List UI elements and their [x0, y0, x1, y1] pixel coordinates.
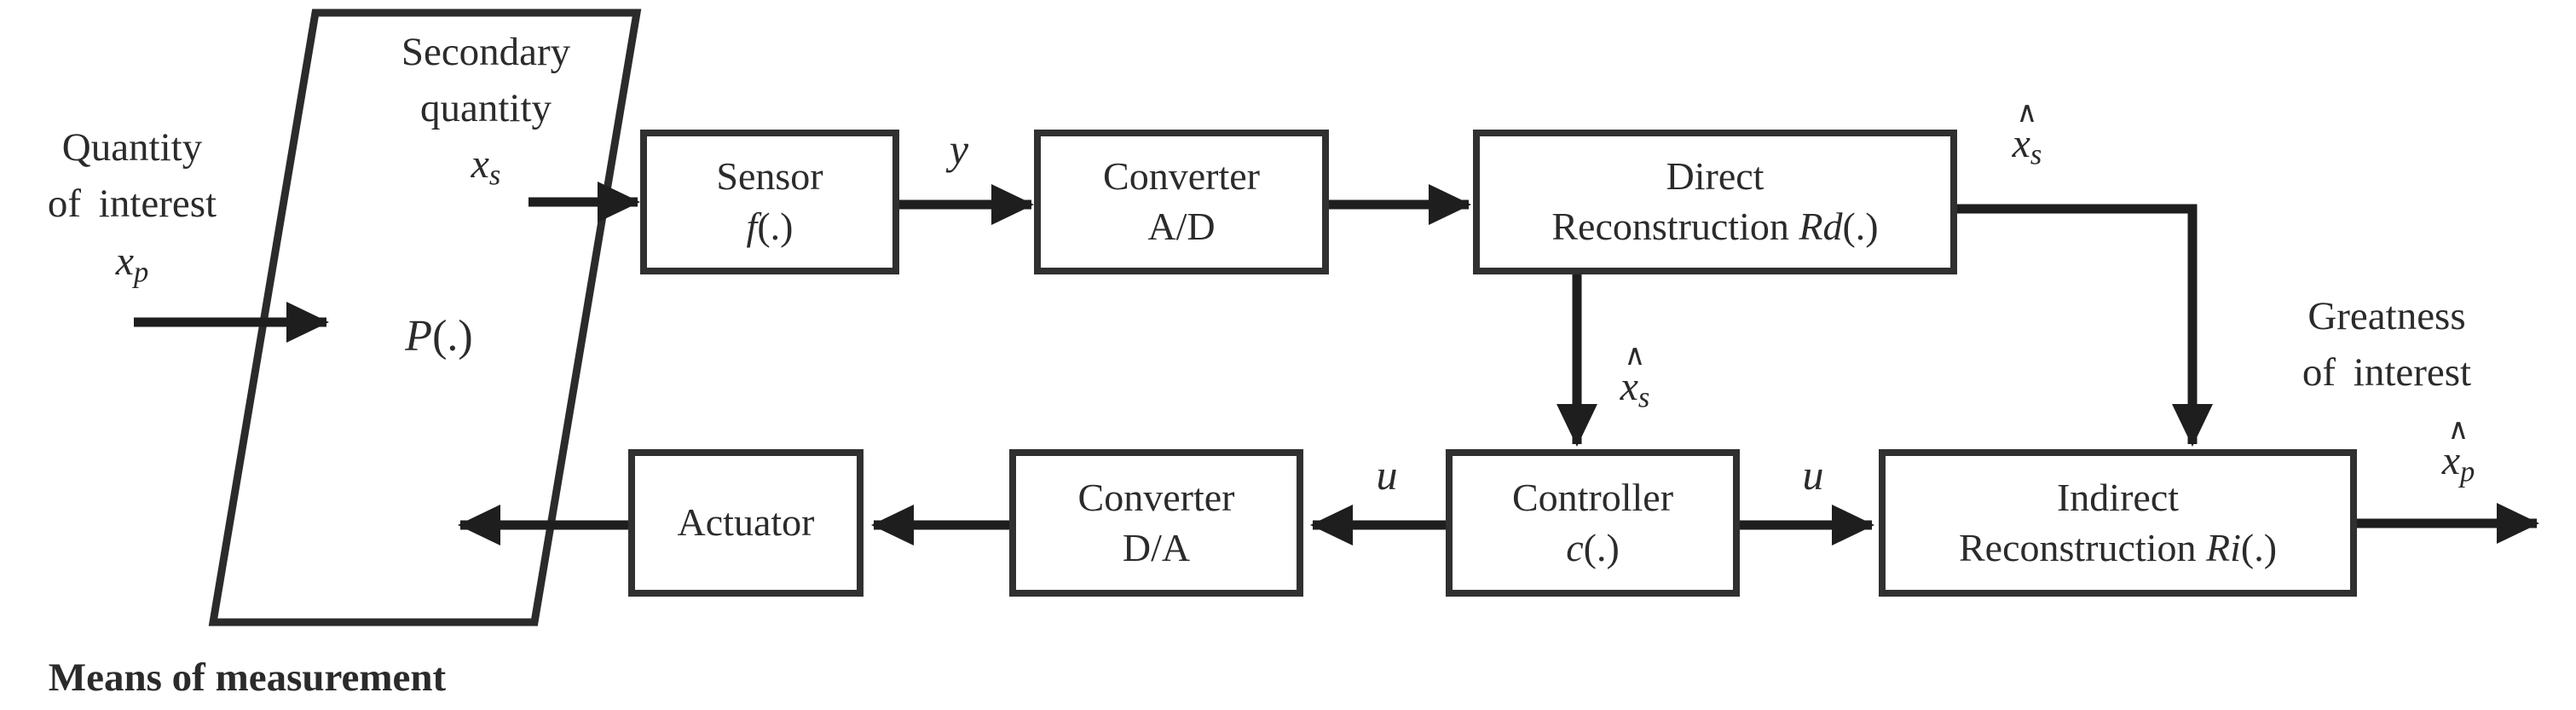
indirect-reconstruction-label-line1: Indirect — [2056, 475, 2180, 519]
converter-ad-block: Converter A/D — [1034, 130, 1329, 274]
parallelogram-means-of-measurement — [208, 9, 642, 626]
sensor-block: Sensor f(.) — [640, 130, 899, 274]
converter-da-type: D/A — [1122, 525, 1191, 569]
xs-hat-symbol: xs — [1620, 364, 1650, 414]
controller-block: Controller c(.) — [1446, 449, 1740, 597]
xp-hat-symbol: xp — [2441, 438, 2475, 488]
sensor-label: Sensor — [716, 154, 823, 199]
actuator-block: Actuator — [628, 449, 863, 597]
sensor-function: f(.) — [746, 205, 794, 248]
xs-hat-label-top: ∧ xs — [1984, 97, 2070, 174]
u-signal-label-right: u — [1802, 451, 1824, 499]
y-signal-label: y — [949, 125, 969, 173]
hat-symbol: ∧ — [1624, 340, 1646, 372]
controller-function: c(.) — [1566, 525, 1620, 569]
greatness-of-interest-label: Greatness of interest — [2250, 288, 2523, 401]
quantity-of-interest-label: Quantity of interest xp — [9, 119, 256, 292]
xp-hat-label-output: ∧ xp — [2416, 414, 2501, 491]
u-signal-label-left: u — [1376, 451, 1398, 499]
secondary-quantity-line1: Secondary — [401, 30, 571, 74]
xs-symbol: xs — [471, 141, 501, 192]
converter-da-label: Converter — [1077, 475, 1235, 519]
direct-reconstruction-label-line1: Direct — [1666, 154, 1765, 199]
direct-reconstruction-label-line2: Reconstruction Rd(.) — [1551, 205, 1879, 248]
converter-da-block: Converter D/A — [1009, 449, 1303, 597]
controller-label: Controller — [1511, 475, 1674, 519]
xp-symbol: xp — [115, 239, 149, 289]
hat-symbol: ∧ — [2016, 97, 2038, 129]
arrow-direct-recon-to-indirect-recon — [1956, 204, 2213, 447]
converter-ad-label: Converter — [1103, 154, 1260, 199]
actuator-label: Actuator — [677, 500, 815, 545]
means-of-measurement-caption: Means of measurement — [48, 655, 447, 700]
converter-ad-type: A/D — [1147, 205, 1216, 248]
indirect-reconstruction-label-line2: Reconstruction Ri(.) — [1958, 525, 2278, 569]
greatness-line1: Greatness — [2307, 294, 2466, 338]
greatness-line2: of interest — [2302, 350, 2472, 395]
quantity-of-interest-line1: Quantity — [61, 125, 203, 170]
xs-hat-label-mid: ∧ xs — [1592, 340, 1678, 417]
quantity-of-interest-line2: of interest — [47, 182, 217, 226]
xs-hat-symbol: xs — [2012, 121, 2042, 171]
direct-reconstruction-block: Direct Reconstruction Rd(.) — [1473, 130, 1957, 274]
indirect-reconstruction-block: Indirect Reconstruction Ri(.) — [1879, 449, 2357, 597]
secondary-quantity-label: Secondary quantity xs — [362, 24, 609, 194]
secondary-quantity-line2: quantity — [419, 86, 552, 130]
hat-symbol: ∧ — [2447, 414, 2469, 446]
process-function-label: P(.) — [405, 312, 473, 361]
